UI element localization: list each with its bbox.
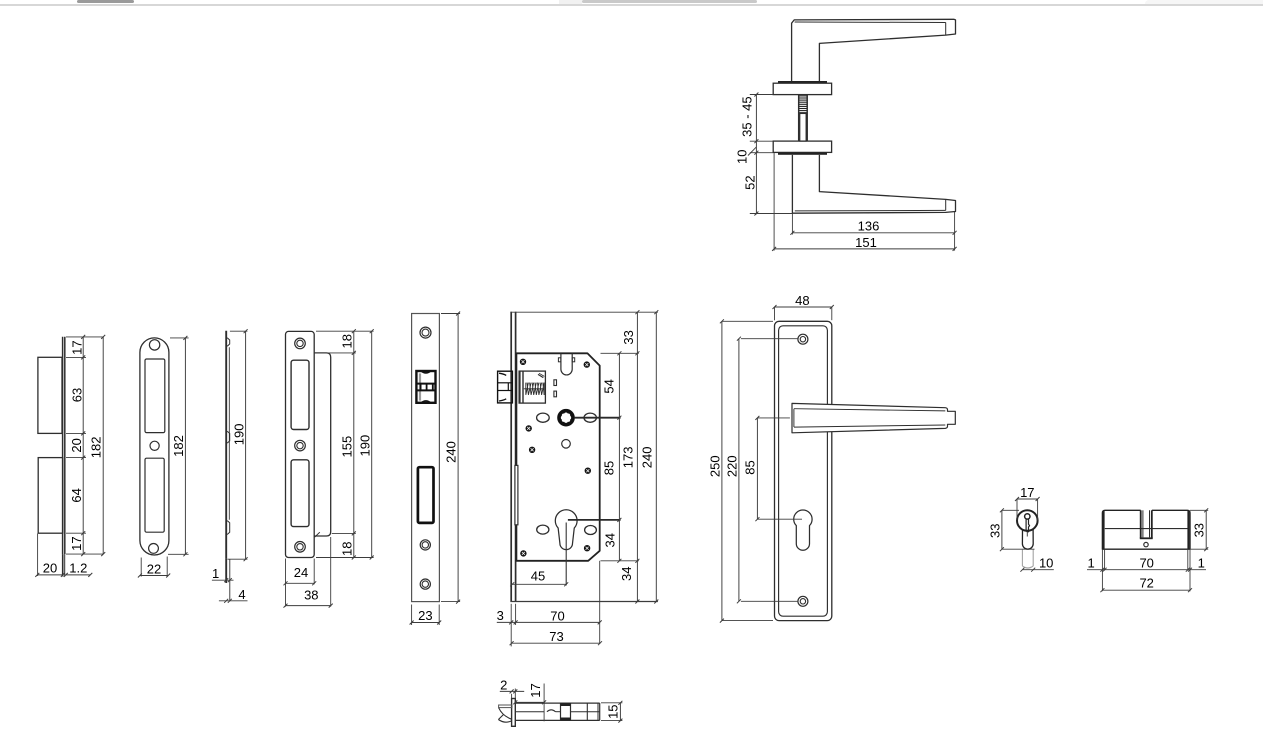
svg-text:1: 1 [1087,555,1094,570]
svg-text:240: 240 [444,441,459,463]
svg-text:17: 17 [69,536,84,550]
svg-text:15: 15 [606,704,621,718]
svg-text:64: 64 [69,488,84,502]
svg-text:151: 151 [855,235,877,250]
svg-text:18: 18 [339,334,354,348]
svg-text:48: 48 [795,293,809,308]
svg-text:173: 173 [621,447,636,469]
svg-text:182: 182 [171,435,186,457]
svg-text:190: 190 [357,435,372,457]
svg-text:72: 72 [1139,576,1153,591]
svg-text:73: 73 [549,629,563,644]
svg-text:85: 85 [602,461,617,475]
svg-text:10: 10 [1039,555,1053,570]
svg-text:45: 45 [531,568,545,583]
svg-text:17: 17 [1020,485,1034,500]
svg-text:18: 18 [339,542,354,556]
svg-text:4: 4 [238,587,245,602]
svg-text:1.2: 1.2 [69,561,87,576]
svg-text:17: 17 [528,683,543,697]
svg-text:220: 220 [724,455,739,477]
svg-text:1: 1 [1198,555,1205,570]
svg-text:10: 10 [734,150,749,164]
svg-text:70: 70 [550,608,564,623]
svg-text:33: 33 [1192,523,1207,537]
svg-text:35 - 45: 35 - 45 [739,96,754,136]
svg-text:22: 22 [147,561,161,576]
svg-text:20: 20 [43,561,57,576]
svg-text:136: 136 [858,219,880,234]
svg-text:24: 24 [294,565,308,580]
svg-text:70: 70 [1139,555,1153,570]
svg-text:54: 54 [602,379,617,393]
svg-text:20: 20 [69,438,84,452]
svg-text:38: 38 [304,587,318,602]
svg-text:33: 33 [621,330,636,344]
svg-text:34: 34 [619,567,634,581]
svg-text:17: 17 [69,340,84,354]
svg-text:2: 2 [500,678,507,693]
svg-text:250: 250 [707,455,722,477]
svg-text:52: 52 [742,175,757,189]
svg-text:33: 33 [987,524,1002,538]
svg-text:34: 34 [602,533,617,547]
svg-text:240: 240 [639,447,654,469]
svg-text:182: 182 [88,437,103,459]
svg-text:190: 190 [231,424,246,446]
svg-text:85: 85 [743,460,758,474]
svg-text:23: 23 [418,608,432,623]
svg-text:155: 155 [339,436,354,458]
svg-text:3: 3 [497,608,504,623]
svg-text:1: 1 [212,566,219,581]
svg-text:63: 63 [69,388,84,402]
